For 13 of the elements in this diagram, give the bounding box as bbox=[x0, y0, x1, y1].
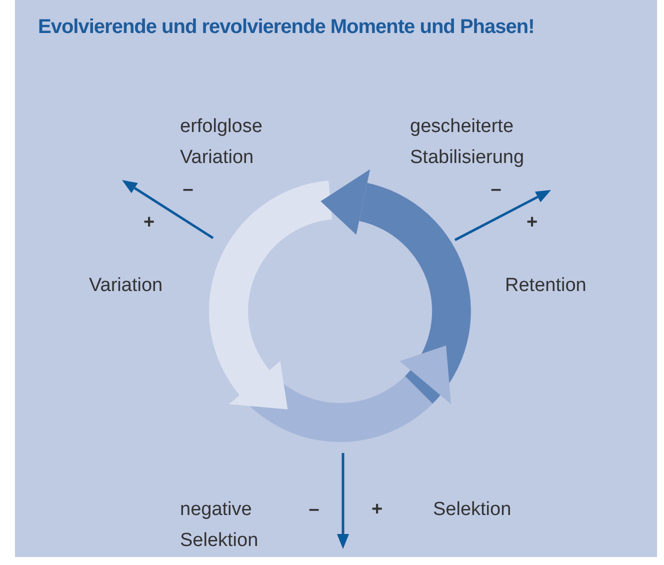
phase-label: Variation bbox=[89, 274, 164, 298]
sign-label: + bbox=[525, 211, 539, 235]
phase-label: Retention bbox=[505, 274, 588, 298]
title: Evolvierende und revolvierende Momente und Phasen! bbox=[38, 15, 534, 40]
phase-label: erfolglose Variation bbox=[180, 115, 264, 170]
phase-label: Selektion bbox=[433, 498, 512, 522]
sign-label: – bbox=[182, 178, 194, 202]
sign-label: – bbox=[490, 178, 502, 202]
phase-label: negative Selektion bbox=[180, 498, 260, 553]
sign-label: + bbox=[142, 211, 156, 235]
sign-label: + bbox=[370, 498, 384, 522]
sign-label: – bbox=[308, 498, 320, 522]
phase-label: gescheiterte Stabilisierung bbox=[410, 115, 526, 170]
